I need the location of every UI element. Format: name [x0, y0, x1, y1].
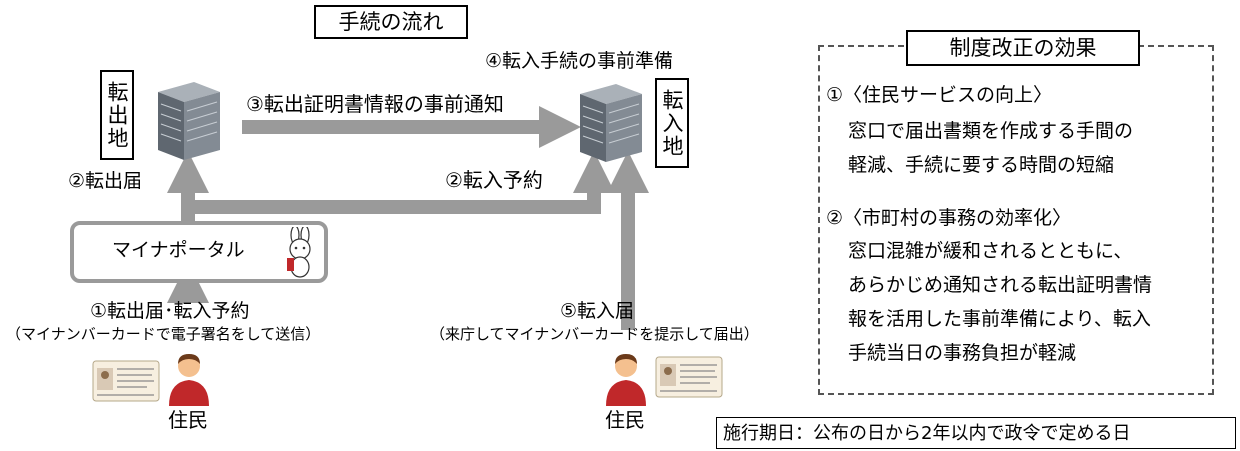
effect-item-line: 窓口混雑が緩和されるとともに、 [848, 240, 1133, 262]
myna-portal-box[interactable]: マイナポータル [70, 221, 328, 283]
step-move-in-reservation: ②転入予約 [445, 168, 543, 192]
effective-date: 施行期日：公布の日から2年以内で政令で定める日 [716, 417, 1236, 449]
effects-heading: 制度改正の効果 [906, 30, 1140, 66]
effect-item-line: あらかじめ通知される転出証明書情 [848, 274, 1153, 296]
origin-building-icon [158, 82, 220, 160]
effect-item-title: ②〈市町村の事務の効率化〉 [826, 207, 1072, 229]
step-move-out-notice: ②転出届 [68, 170, 143, 192]
effect-item-line: 報を活用した事前準備により、転入 [848, 308, 1151, 330]
my-number-card-icon [92, 360, 160, 402]
step-prior-notification: ③転出証明書情報の事前通知 [246, 92, 504, 116]
myna-portal-label: マイナポータル [112, 239, 245, 261]
effect-item-line: 軽減、手続に要する時間の短縮 [848, 154, 1115, 176]
step-online-application-note: （マイナンバーカードで電子署名をして送信） [6, 325, 321, 343]
step-move-in-notice: ⑤転入届 [560, 300, 635, 322]
effect-item-line: 手続当日の事務負担が軽減 [848, 342, 1077, 364]
mascot-icon [287, 227, 311, 278]
step-prior-preparation: ④転入手続の事前準備 [485, 50, 674, 72]
origin-label: 転出地 [100, 70, 134, 160]
resident-left-icon [169, 354, 209, 406]
effect-item-line: 窓口で届出書類を作成する手間の [848, 120, 1134, 142]
resident-right-icon [606, 354, 646, 406]
step-online-application: ①転出届･転入予約 [90, 300, 250, 322]
resident-right-label: 住民 [605, 408, 645, 432]
destination-building-icon [580, 84, 642, 162]
resident-left-label: 住民 [168, 408, 208, 432]
flow-title: 手続の流れ [314, 5, 468, 39]
step-move-in-notice-note: （来庁してマイナンバーカードを提示して届出） [430, 325, 759, 343]
my-number-card-icon [655, 356, 723, 398]
destination-label: 転入地 [655, 78, 689, 168]
effect-item-title: ①〈住民サービスの向上〉 [826, 84, 1053, 106]
